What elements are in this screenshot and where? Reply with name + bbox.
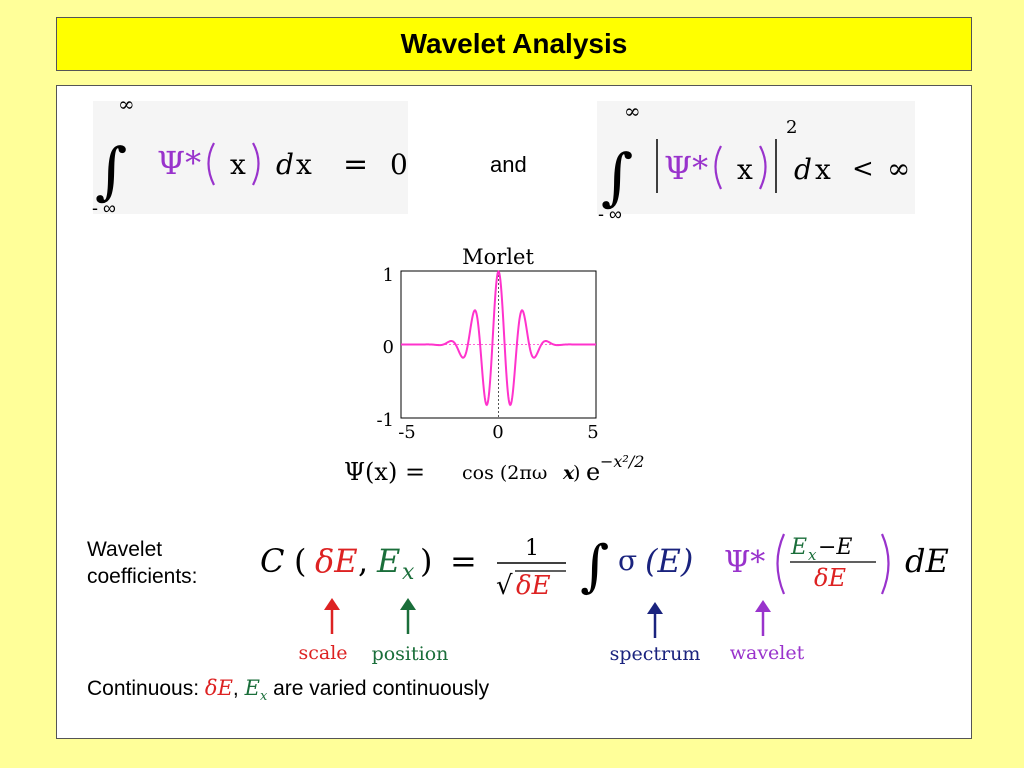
position-arrow bbox=[400, 598, 416, 634]
paren-close-right bbox=[759, 145, 767, 190]
coef-numerator: 1 bbox=[525, 536, 539, 561]
coef-comma: , bbox=[358, 542, 368, 580]
continuous-Ex: E bbox=[244, 676, 260, 700]
psi-star-right: Ψ* bbox=[664, 149, 708, 187]
wavelet-label: wavelet bbox=[730, 642, 805, 664]
integral-sign-right: ∫ bbox=[601, 140, 633, 213]
coef-dE: dE bbox=[905, 542, 949, 580]
d-right: d bbox=[794, 153, 812, 186]
d-left: d bbox=[276, 148, 294, 181]
integral-sign-left: ∫ bbox=[95, 134, 127, 207]
continuous-suffix: are varied continuously bbox=[273, 677, 490, 700]
morlet-lhs: Ψ(x) = bbox=[344, 458, 425, 486]
coef-paren-close bbox=[880, 533, 890, 595]
equation-bg-left bbox=[93, 101, 408, 214]
lower-limit-left: - ∞ bbox=[92, 198, 116, 218]
morlet-cos-x: x bbox=[562, 462, 575, 484]
wavelet-arrow bbox=[755, 600, 771, 636]
upper-limit-left: ∞ bbox=[118, 92, 135, 116]
coef-paren-open bbox=[776, 533, 786, 595]
scale-label: scale bbox=[298, 642, 347, 664]
coef-frac-top-rest: −E bbox=[818, 535, 853, 560]
morlet-cos-close: ) bbox=[573, 462, 580, 484]
coef-sqrt: √ bbox=[496, 571, 513, 601]
x-left: x bbox=[230, 148, 246, 181]
paren-open-right bbox=[714, 145, 722, 190]
spectrum-arrow bbox=[647, 602, 663, 638]
morlet-exponent: −x²/2 bbox=[600, 452, 644, 471]
x-tick-0: 0 bbox=[492, 422, 503, 443]
morlet-wavelet-curve bbox=[401, 269, 596, 407]
dx-x-left: x bbox=[296, 148, 312, 181]
squared-exponent: 2 bbox=[786, 117, 797, 138]
x-right: x bbox=[737, 153, 753, 186]
zero-value: 0 bbox=[390, 148, 408, 181]
less-than: < bbox=[852, 154, 874, 184]
paren-close-left bbox=[252, 142, 260, 186]
y-tick-neg1: -1 bbox=[376, 410, 394, 431]
morlet-cos: cos (2πω bbox=[462, 462, 547, 484]
slide-title-text: Wavelet Analysis bbox=[400, 28, 628, 59]
coef-integral: ∫ bbox=[580, 534, 609, 599]
coef-deltaE: δE bbox=[315, 542, 358, 580]
coef-Ex: E bbox=[376, 542, 400, 580]
continuous-prefix: Continuous: bbox=[87, 677, 200, 700]
y-tick-0: 0 bbox=[383, 337, 394, 358]
spectrum-label: spectrum bbox=[610, 643, 701, 665]
coef-equals: = bbox=[450, 542, 477, 580]
coef-psi-star: Ψ* bbox=[724, 545, 765, 580]
admissibility-conditions: ∞ ∫ - ∞ Ψ* x d x = 0 and ∞ ∫ - ∞ Ψ* x 2 … bbox=[92, 92, 915, 224]
coef-Ex-sub: x bbox=[402, 560, 415, 585]
morlet-title: Morlet bbox=[462, 245, 534, 269]
coef-sigma: σ bbox=[618, 544, 637, 577]
coef-open-paren: ( bbox=[294, 542, 306, 580]
upper-limit-right: ∞ bbox=[624, 99, 641, 123]
coefficients-label: Wavelet coefficients: bbox=[87, 536, 198, 590]
continuous-comma: , bbox=[232, 677, 239, 700]
y-tick-1: 1 bbox=[383, 265, 394, 286]
psi-star-left: Ψ* bbox=[157, 144, 201, 182]
and-connector: and bbox=[490, 152, 527, 177]
coef-E-arg: (E) bbox=[645, 542, 693, 580]
coefficients-label-line2: coefficients: bbox=[87, 565, 198, 588]
continuous-deltaE: δE bbox=[204, 676, 233, 700]
coefficient-formula: C ( δE , E x ) = 1 √ δE ∫ σ (E) Ψ* E x −… bbox=[260, 533, 949, 665]
coef-sqrt-deltaE: δE bbox=[516, 571, 551, 601]
coef-frac-top-E: E bbox=[790, 535, 807, 560]
slide-title: Wavelet Analysis bbox=[56, 17, 972, 71]
position-label: position bbox=[372, 643, 449, 665]
lower-limit-right: - ∞ bbox=[598, 204, 622, 224]
continuous-note: Continuous: δE, Ex are varied continuous… bbox=[87, 676, 489, 704]
dx-x-right: x bbox=[815, 153, 831, 186]
infinity-value: ∞ bbox=[887, 152, 910, 185]
coef-frac-top-sub: x bbox=[808, 546, 817, 564]
coef-frac-bottom: δE bbox=[814, 564, 846, 592]
coef-C: C bbox=[260, 542, 284, 580]
x-tick-neg5: -5 bbox=[398, 422, 416, 443]
coef-close-paren: ) bbox=[420, 542, 432, 580]
scale-arrow bbox=[324, 598, 340, 634]
equation-bg-right bbox=[597, 101, 915, 214]
morlet-plot: Morlet 1 0 -1 -5 0 5 bbox=[376, 245, 598, 443]
morlet-formula: Ψ(x) = cos (2πω x ) e −x²/2 bbox=[344, 452, 644, 486]
coefficients-label-line1: Wavelet bbox=[87, 538, 163, 561]
continuous-Ex-sub: x bbox=[259, 689, 268, 705]
equals-left: = bbox=[343, 147, 368, 182]
paren-open-left bbox=[207, 142, 215, 186]
x-tick-5: 5 bbox=[587, 422, 598, 443]
morlet-exp-base: e bbox=[586, 458, 600, 486]
